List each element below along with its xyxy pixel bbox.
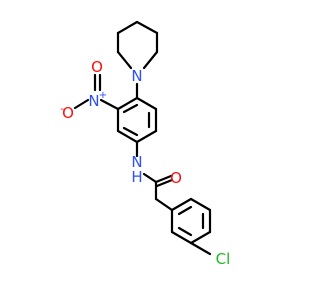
amide-nh-label: N H: [131, 153, 142, 186]
amide-h-text: H: [131, 168, 142, 186]
chlorophenyl-ring: [170, 197, 212, 256]
nitro-o-charge: -: [60, 104, 64, 115]
nitro-group: [73, 73, 120, 111]
nitro-o-text: O: [62, 104, 74, 122]
piperidine-ring: [116, 20, 159, 70]
nitro-nitrogen-label: N +: [88, 90, 107, 110]
nitro-n-text: N: [88, 92, 99, 110]
central-benzene-ring: [116, 96, 158, 144]
carbonyl-oxygen-label: O: [170, 169, 182, 187]
nitro-oxygen-double-label: O: [91, 58, 103, 76]
amide-n-text: N: [131, 153, 142, 171]
nitro-oxygen-single-label: O -: [60, 104, 74, 122]
piperidine-nitrogen-label: N: [131, 67, 142, 85]
molecule-diagram: N N + O O - N H O Cl: [60, 20, 231, 268]
chlorine-label: Cl: [216, 250, 231, 268]
amide-linkage: [135, 140, 174, 212]
structure-svg: N N + O O - N H O Cl: [60, 20, 231, 268]
nitro-n-charge: +: [99, 90, 107, 101]
